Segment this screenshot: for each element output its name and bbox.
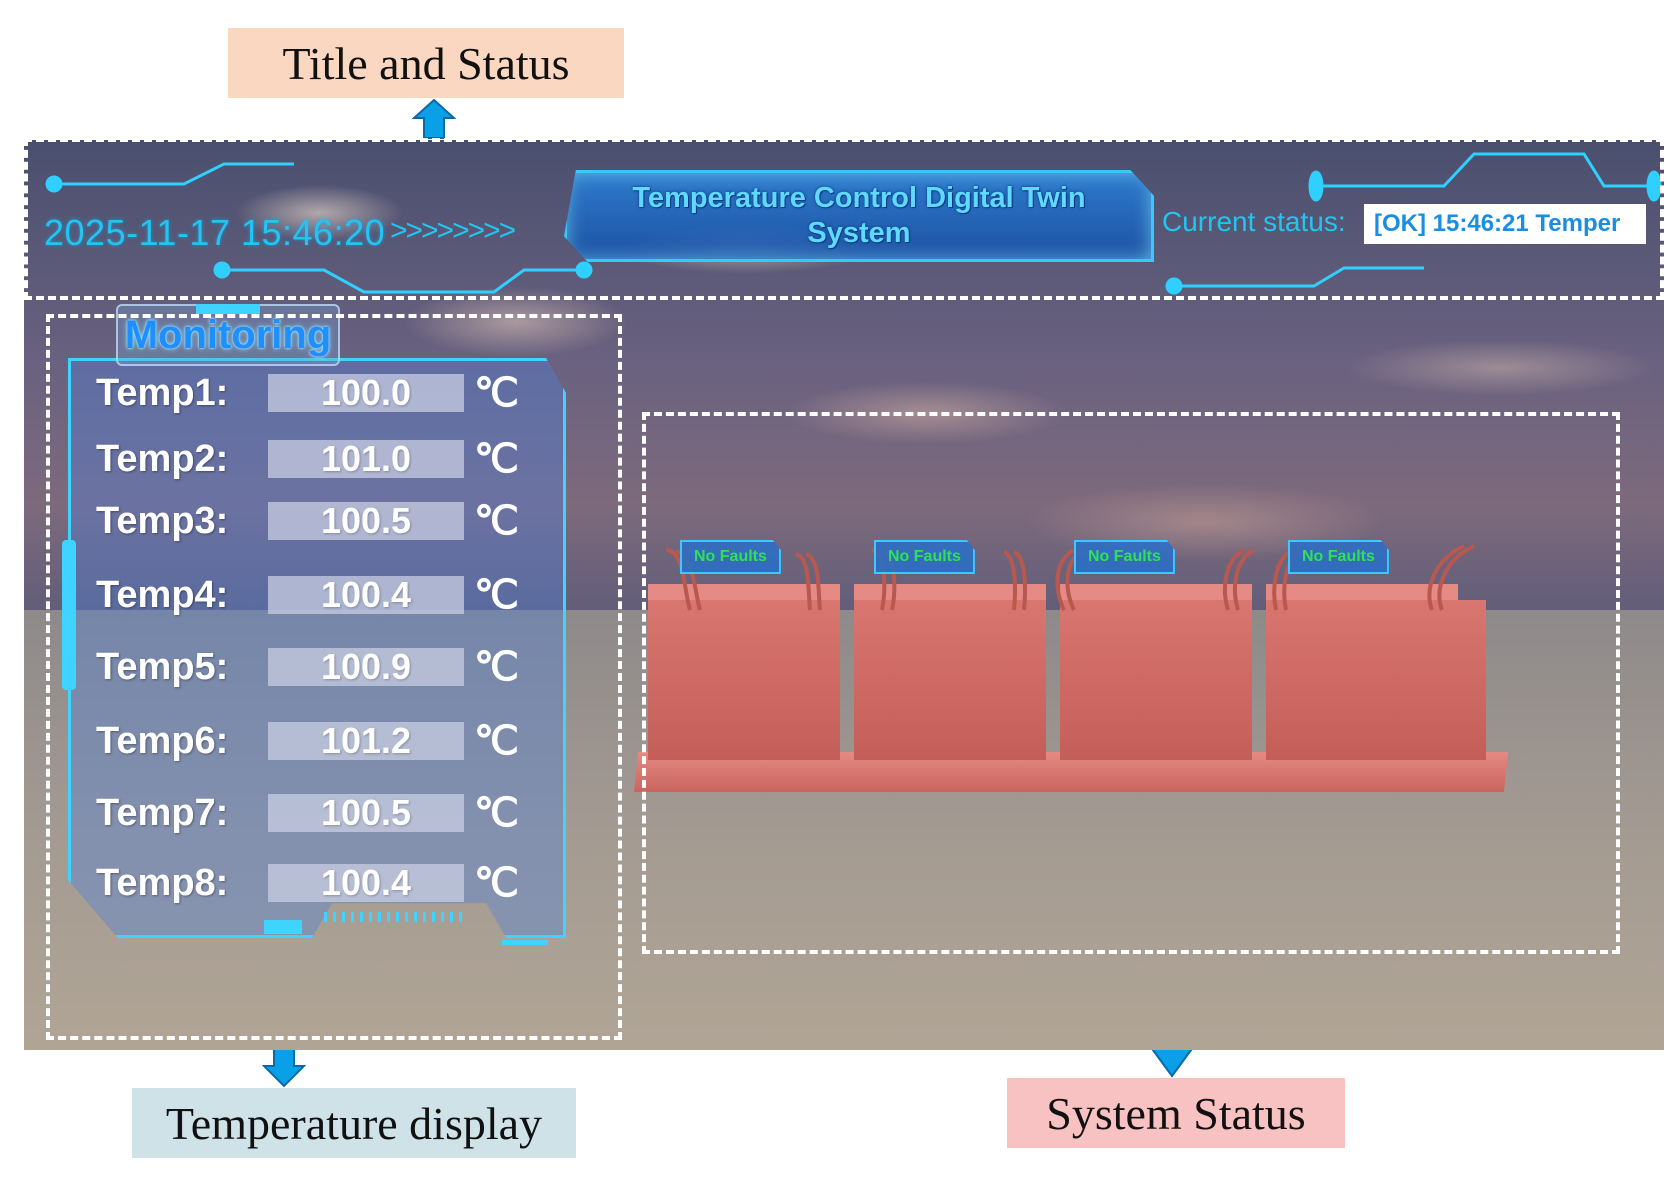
heater-unit-4[interactable]: [1266, 600, 1486, 760]
digital-twin-app: 2025-11-17 15:46:20 >>>>>>>> Temperature…: [24, 140, 1664, 1050]
tick-marks-decoration: [324, 912, 462, 922]
annotation-system-status: System Status: [1007, 1078, 1345, 1148]
arrow-up-icon: [412, 98, 456, 139]
temp-row-6: Temp6: 101.2 ℃: [96, 718, 556, 768]
temp-value-field[interactable]: 100.5: [268, 792, 464, 833]
current-datetime: 2025-11-17 15:46:20: [44, 212, 386, 253]
temp-unit: ℃: [474, 371, 519, 415]
fault-status-tag-4: No Faults: [1288, 540, 1389, 574]
arrow-down-icon: [262, 1047, 306, 1088]
circuit-lines-decoration: [45, 152, 1662, 295]
frame-system-status: [642, 412, 1620, 954]
temp-value-field[interactable]: 100.4: [268, 862, 464, 903]
temp-unit: ℃: [474, 861, 519, 905]
fault-status-tag-3: No Faults: [1074, 540, 1175, 574]
app-title: Temperature Control Digital Twin System: [632, 182, 1086, 249]
frame-temperature-display: [46, 314, 622, 1040]
temp-row-4: Temp4: 100.4 ℃: [96, 572, 556, 622]
heater-unit-3[interactable]: [1060, 600, 1252, 760]
panel-foot-marker: [264, 920, 302, 934]
temp-row-5: Temp5: 100.9 ℃: [96, 644, 556, 694]
temp-label: Temp6:: [96, 720, 229, 762]
temp-unit: ℃: [474, 499, 519, 543]
annotation-title-and-status: Title and Status: [228, 28, 624, 98]
temp-unit: ℃: [474, 573, 519, 617]
chevron-decoration: >>>>>>>>: [390, 214, 516, 247]
heater-unit-2[interactable]: [854, 600, 1046, 760]
temp-row-8: Temp8: 100.4 ℃: [96, 860, 556, 910]
current-status-label: Current status:: [1162, 206, 1346, 237]
temp-value-field[interactable]: 101.2: [268, 720, 464, 761]
temp-unit: ℃: [474, 791, 519, 835]
temp-value-field[interactable]: 100.0: [268, 372, 464, 413]
fault-status-tag-2: No Faults: [874, 540, 975, 574]
temp-label: Temp5:: [96, 646, 229, 688]
temp-label: Temp3:: [96, 500, 229, 542]
temp-label: Temp4:: [96, 574, 229, 616]
temp-value-field[interactable]: 100.4: [268, 574, 464, 615]
temp-value-field[interactable]: 100.9: [268, 646, 464, 687]
temp-unit: ℃: [474, 645, 519, 689]
temp-row-1: Temp1: 100.0 ℃: [96, 370, 556, 420]
fault-status-tag-1: No Faults: [680, 540, 781, 574]
current-status-field[interactable]: [OK] 15:46:21 Temper: [1364, 204, 1646, 244]
temp-row-2: Temp2: 101.0 ℃: [96, 436, 556, 486]
temp-label: Temp8:: [96, 862, 229, 904]
temp-row-3: Temp3: 100.5 ℃: [96, 498, 556, 548]
panel-foot-line: [502, 940, 548, 945]
temp-label: Temp1:: [96, 372, 229, 414]
panel-side-bar: [62, 540, 76, 690]
temp-value-field[interactable]: 100.5: [268, 500, 464, 541]
frame-title-and-status: [24, 138, 1664, 300]
monitoring-title: Monitoring: [124, 312, 332, 357]
title-plate: Temperature Control Digital Twin System: [564, 170, 1154, 262]
temp-label: Temp2:: [96, 438, 229, 480]
temp-unit: ℃: [474, 437, 519, 481]
temp-row-7: Temp7: 100.5 ℃: [96, 790, 556, 840]
annotation-temperature-display: Temperature display: [132, 1088, 576, 1158]
heater-unit-1[interactable]: [648, 600, 840, 760]
temp-unit: ℃: [474, 719, 519, 763]
temp-value-field[interactable]: 101.0: [268, 438, 464, 479]
temp-label: Temp7:: [96, 792, 229, 834]
